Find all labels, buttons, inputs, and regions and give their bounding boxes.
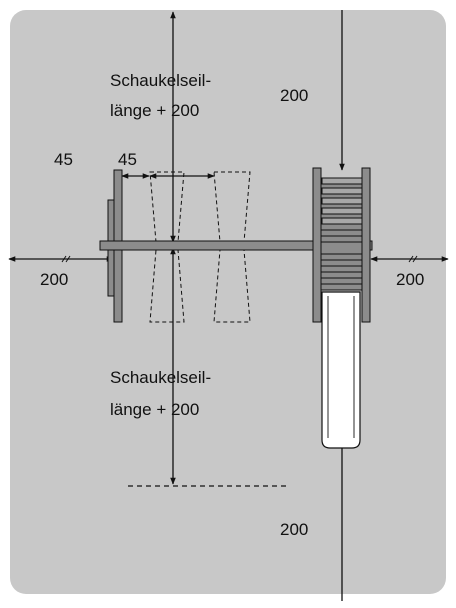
safety-area (10, 10, 446, 594)
tower-platform (320, 177, 363, 291)
left-200-label: 200 (40, 270, 69, 289)
left-break-mark (61, 255, 67, 263)
tower-post-left (312, 167, 322, 323)
bottom-200-label: 200 (280, 520, 309, 539)
top-right-label: 200 (280, 86, 309, 105)
swing-top-label-line2: länge + 200 (110, 101, 200, 120)
right-200-label: 200 (396, 270, 425, 289)
tower-deck-boards (321, 229, 362, 285)
slide (321, 291, 361, 449)
inner-45-label: 45 (118, 150, 137, 169)
swing-beam (99, 240, 373, 251)
right-break-mark (412, 255, 418, 263)
left-break-mark (65, 255, 71, 263)
swing-top-label-line1: Schaukelseil- (110, 71, 212, 90)
tower-ladder (321, 177, 363, 225)
swing-bottom-label-line2: länge + 200 (110, 400, 200, 419)
right-break-mark (408, 255, 414, 263)
left-45-label: 45 (54, 150, 73, 169)
tower-post-right (361, 167, 371, 323)
swing-bottom-label-line1: Schaukelseil- (110, 368, 212, 387)
